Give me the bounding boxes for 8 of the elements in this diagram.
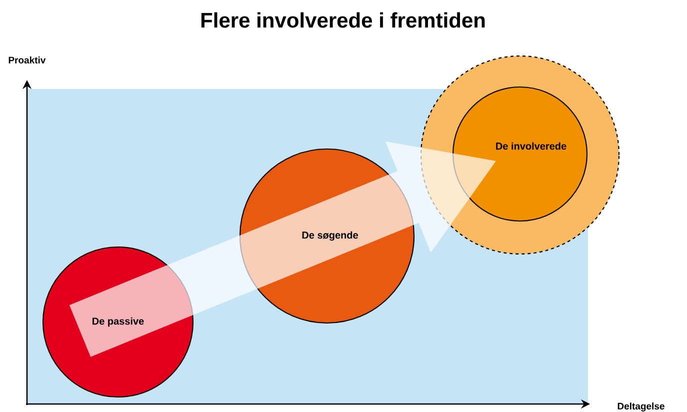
circle-label: De passive xyxy=(92,317,144,327)
circle-label: De involverede xyxy=(496,142,566,150)
circle-label: De søgende xyxy=(302,231,358,241)
axis-label: Proaktiv xyxy=(8,56,46,64)
axis-label: Deltagelse xyxy=(618,402,664,412)
arrow xyxy=(69,141,496,357)
circle xyxy=(452,86,588,222)
title: Flere involverede i fremtiden xyxy=(201,12,485,28)
